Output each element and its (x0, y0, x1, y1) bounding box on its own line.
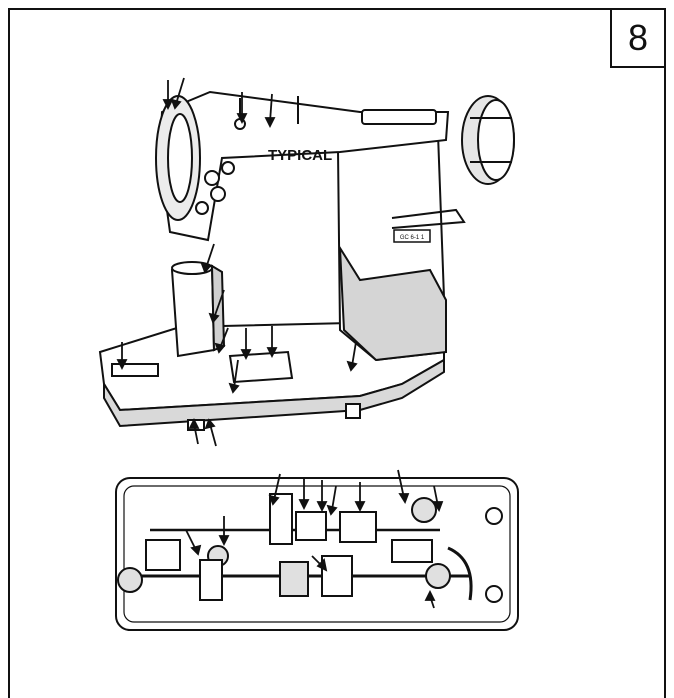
needle-post (170, 264, 216, 358)
model-plate: GC 6-1 1 (400, 235, 425, 241)
hook-cover (447, 546, 473, 601)
model-plate-box (393, 229, 431, 243)
pillar-base-block (338, 244, 447, 362)
page-number-badge: 8 (610, 8, 666, 68)
tension-disk-1 (204, 170, 220, 186)
bobbin-winder (391, 208, 466, 229)
page-frame (8, 8, 666, 698)
faceplate-inner (167, 113, 193, 203)
brand-label: TYPICAL (268, 147, 332, 164)
machine-underside-view (115, 477, 519, 631)
bed-plate-center (228, 350, 294, 384)
machine-side-view: GC 6-1 1 TYPICAL (98, 90, 515, 431)
oil-point-arrows-bottom (185, 469, 444, 609)
handwheel-rim (477, 99, 515, 181)
tension-disk-4 (195, 201, 209, 215)
bed-slot-left (111, 363, 159, 377)
oil-point-arrows-top (116, 77, 358, 447)
tension-disk-2 (221, 161, 235, 175)
tension-disk-3 (210, 186, 226, 202)
gear-left (117, 567, 143, 593)
gear-right (411, 497, 437, 523)
arm-top-cover (361, 109, 437, 125)
